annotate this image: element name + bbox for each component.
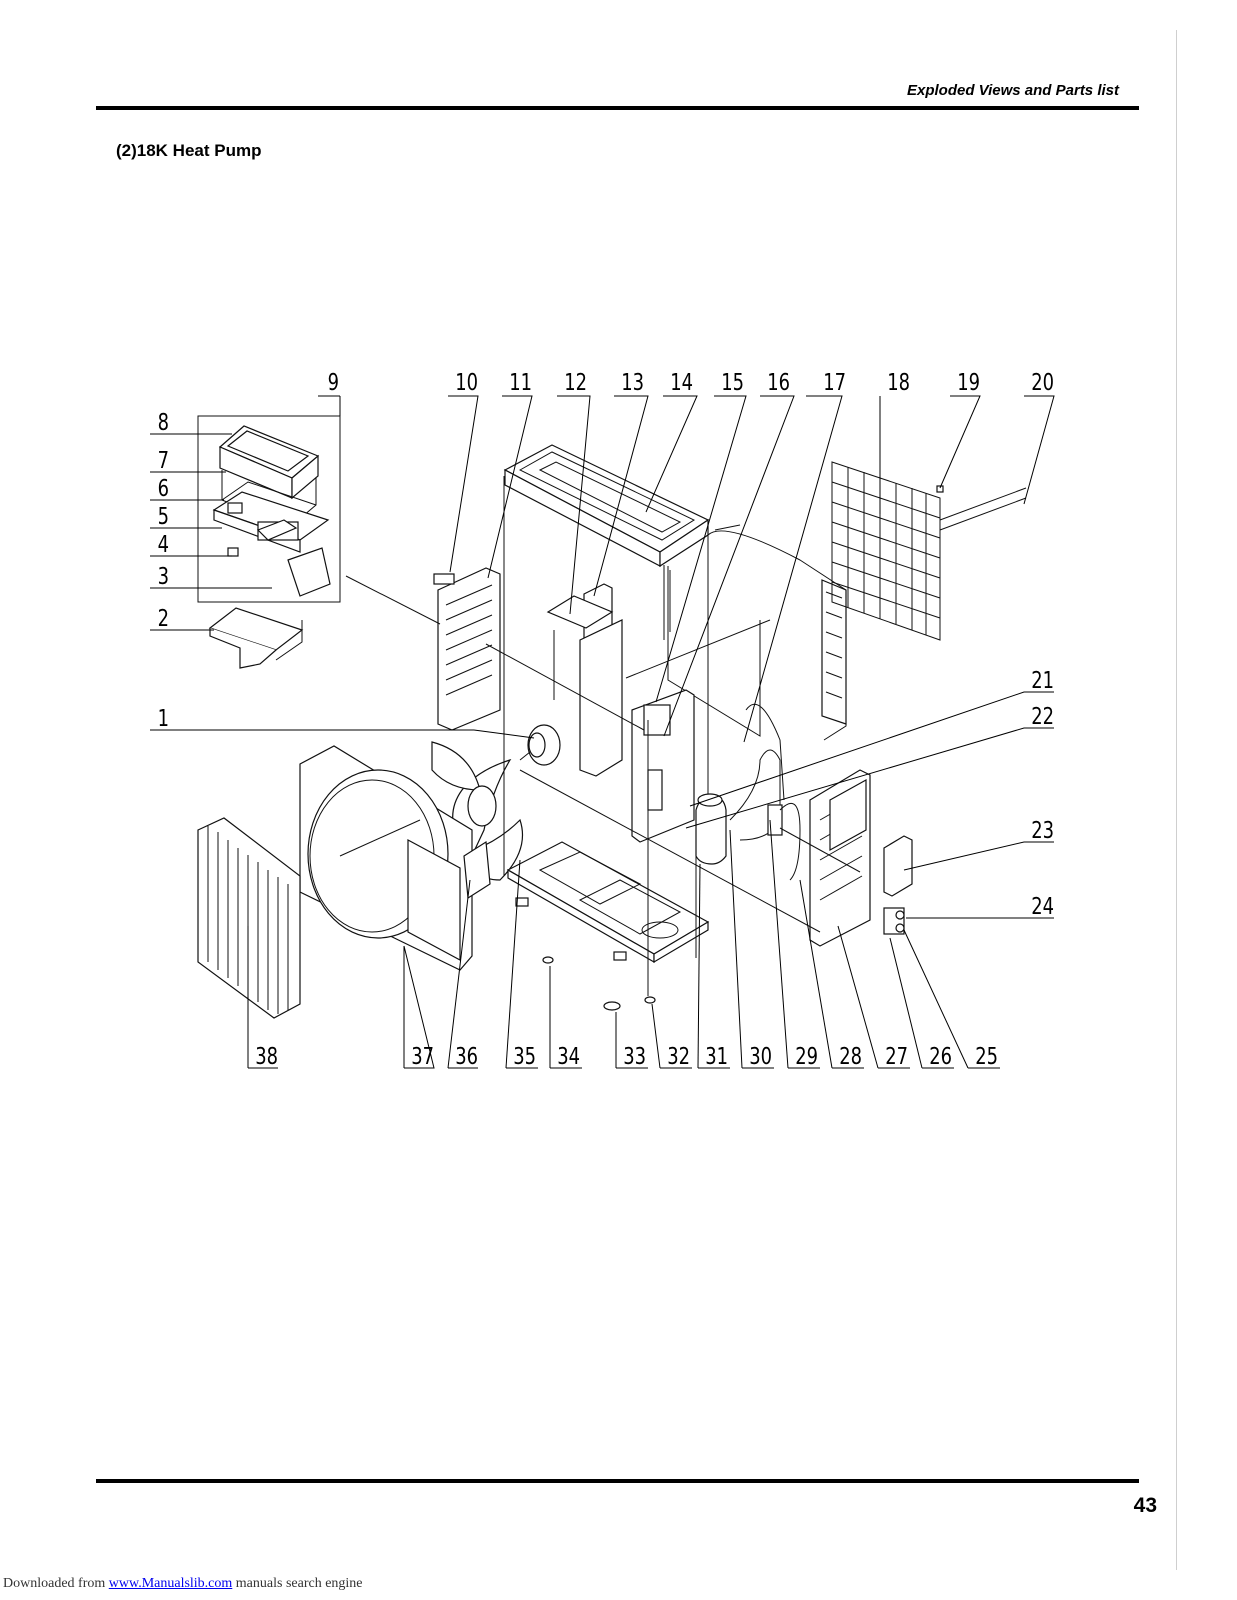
part-label-32: 32 (667, 1043, 690, 1070)
part-label-38: 38 (255, 1043, 278, 1070)
control-box-assembly (197, 415, 341, 669)
footer-prefix: Downloaded from (3, 1576, 109, 1591)
part-label-13: 13 (621, 369, 644, 396)
part-label-9: 9 (328, 369, 339, 396)
part-label-14: 14 (670, 369, 693, 396)
page-margin-line (1176, 30, 1177, 1570)
part-label-23: 23 (1031, 817, 1054, 844)
part-label-19: 19 (957, 369, 980, 396)
part-label-11: 11 (509, 369, 532, 396)
part-label-18: 18 (887, 369, 910, 396)
download-footer: Downloaded from www.Manualslib.com manua… (3, 1576, 363, 1592)
part-label-7: 7 (158, 447, 169, 474)
part-label-27: 27 (885, 1043, 908, 1070)
part-label-29: 29 (795, 1043, 818, 1070)
manualslib-link[interactable]: www.Manualslib.com (108, 1576, 233, 1591)
header-title: Exploded Views and Parts list (906, 82, 1119, 99)
part-number-labels: 1 2 3 4 5 6 7 8 9 10 11 12 13 14 15 16 1… (158, 369, 1054, 1070)
part-label-8: 8 (158, 409, 169, 436)
part-label-24: 24 (1031, 893, 1054, 920)
part-label-37: 37 (411, 1043, 434, 1070)
part-label-25: 25 (975, 1043, 998, 1070)
page-number: 43 (1133, 1494, 1157, 1517)
cabinet-assembly (197, 444, 1027, 1019)
part-label-17: 17 (823, 369, 846, 396)
part-label-34: 34 (557, 1043, 580, 1070)
footer-suffix: manuals search engine (232, 1576, 363, 1591)
part-label-16: 16 (767, 369, 790, 396)
part-label-12: 12 (564, 369, 587, 396)
part-label-10: 10 (455, 369, 478, 396)
footer-rule (96, 1479, 1139, 1483)
part-label-2: 2 (158, 605, 169, 632)
part-label-30: 30 (749, 1043, 772, 1070)
part-label-28: 28 (839, 1043, 862, 1070)
part-label-1: 1 (158, 705, 169, 732)
part-label-35: 35 (513, 1043, 536, 1070)
section-title: (2)18K Heat Pump (116, 141, 262, 160)
part-label-36: 36 (455, 1043, 478, 1070)
part-label-4: 4 (158, 531, 169, 558)
part-label-31: 31 (705, 1043, 728, 1070)
part-label-21: 21 (1031, 667, 1054, 694)
part-label-33: 33 (623, 1043, 646, 1070)
part-label-22: 22 (1031, 703, 1054, 730)
part-label-15: 15 (721, 369, 744, 396)
part-label-26: 26 (929, 1043, 952, 1070)
header-rule (96, 106, 1139, 110)
part-label-3: 3 (158, 563, 169, 590)
part-label-6: 6 (158, 475, 169, 502)
part-label-5: 5 (158, 503, 169, 530)
part-label-20: 20 (1031, 369, 1054, 396)
leader-lines (150, 395, 1055, 1069)
